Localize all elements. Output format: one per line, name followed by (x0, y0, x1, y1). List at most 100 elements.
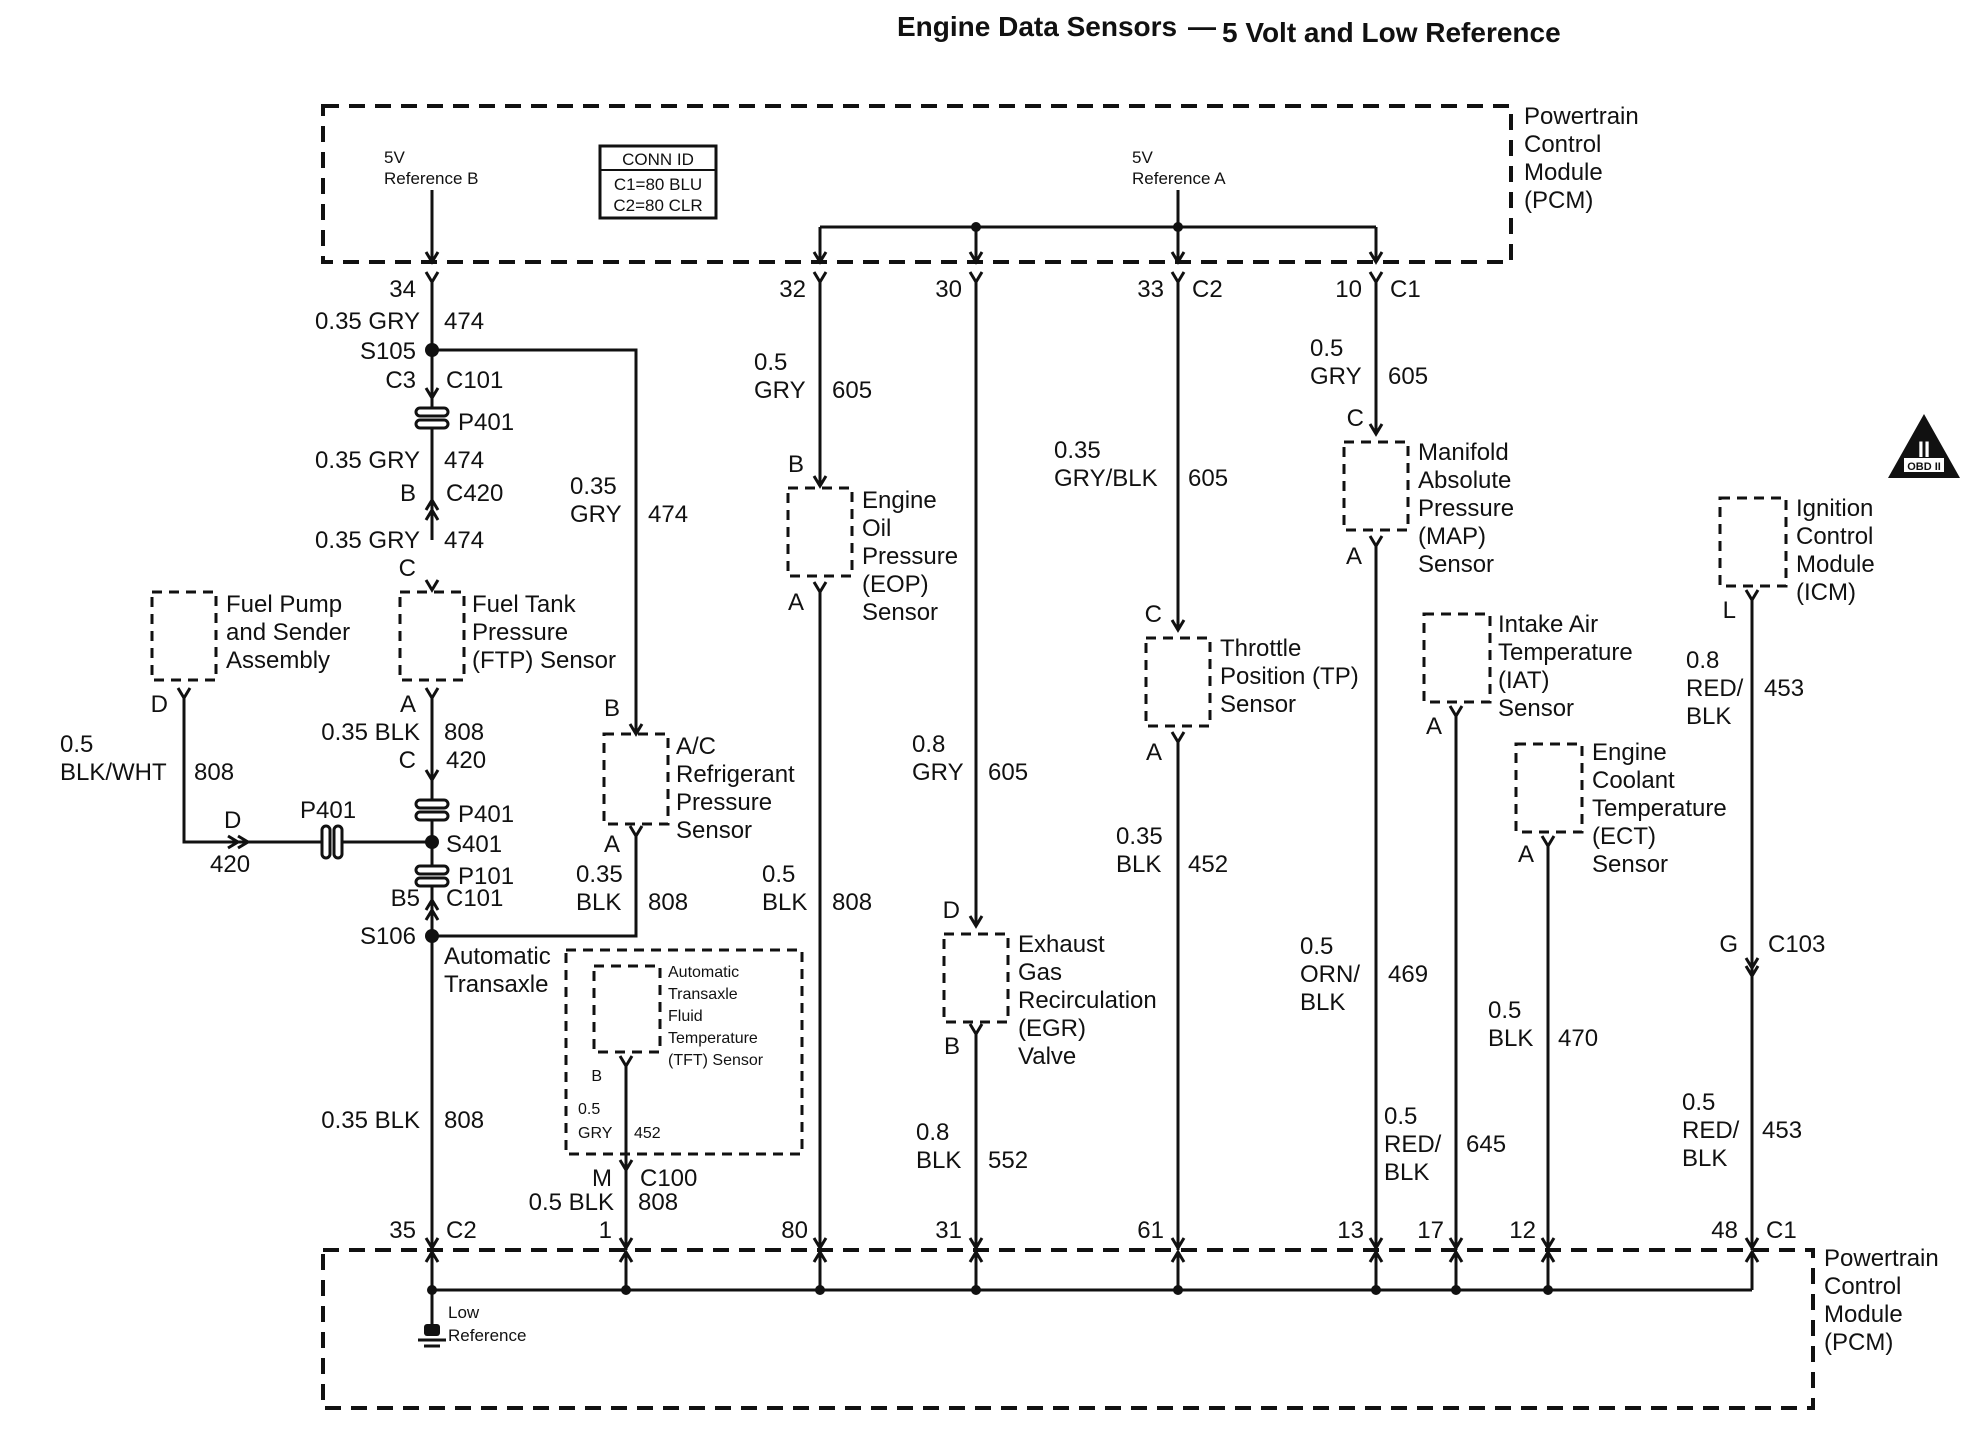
pin-1: 1 (599, 1217, 612, 1244)
icm-low-gauge: 0.5 (1682, 1089, 1715, 1116)
tp-wire-gauge: 0.35 (1054, 437, 1101, 464)
splice-s401-label: S401 (446, 831, 502, 858)
conn-c101-label-a: C101 (446, 367, 503, 394)
egr-name-1: Exhaust (1018, 931, 1105, 958)
pin-35-conn: C2 (446, 1217, 477, 1244)
eop-pin-b: B (788, 451, 804, 478)
pcm-bottom-box (321, 1248, 1815, 1410)
fuel-pump-pin-d: D (151, 691, 168, 718)
ect-pin-a: A (1518, 841, 1534, 868)
icm-wire-gauge: 0.8 (1686, 647, 1719, 674)
fuel-pump-name-2: and Sender (226, 619, 350, 646)
diagram-title: Engine Data Sensors (897, 11, 1177, 42)
ac-wire-gauge: 0.35 (570, 473, 617, 500)
icm-wire-color-2: BLK (1686, 703, 1731, 730)
chevron-c101-a (424, 387, 440, 401)
conn-c-lower-pin: C (399, 747, 416, 774)
map-name-5: Sensor (1418, 551, 1494, 578)
ect-low-color: BLK (1488, 1025, 1533, 1052)
wire-808-gauge-main: 0.35 BLK (321, 1107, 420, 1134)
title-dash: — (1188, 11, 1216, 42)
wire-474-gauge-2: 0.35 GRY (315, 447, 420, 474)
transaxle-label-1: Automatic (444, 943, 551, 970)
eop-pin-a-arrow (812, 581, 828, 595)
ac-name-1: A/C (676, 733, 716, 760)
ref-a-label-1: 5V (1132, 148, 1153, 167)
tp-sensor (1144, 636, 1212, 728)
tft-wire-color: GRY (578, 1125, 613, 1142)
ac-pressure-sensor (602, 732, 670, 826)
icm-name-3: Module (1796, 551, 1875, 578)
ac-name-4: Sensor (676, 817, 752, 844)
wire-ac-low (432, 836, 638, 938)
eop-name-2: Oil (862, 515, 891, 542)
ect-name-3: Temperature (1592, 795, 1727, 822)
jumper-p401-h-label: P401 (300, 797, 356, 824)
low-ref-label-1: Low (448, 1303, 480, 1322)
arrow-33 (1170, 251, 1186, 265)
fuel-pump-conn-d: D (224, 807, 241, 834)
egr-name-4: (EGR) (1018, 1015, 1086, 1042)
wire-474-circuit-1: 474 (444, 308, 484, 335)
wire-808-gauge-1: 0.35 BLK (321, 719, 420, 746)
c103-chevron-2 (1744, 965, 1760, 979)
map-low-circuit: 469 (1388, 961, 1428, 988)
conn-id-c2: C2=80 CLR (613, 196, 702, 215)
fuel-pump-assembly (150, 590, 218, 682)
pcm-bottom-name-2: Control (1824, 1273, 1901, 1300)
ac-low-color: BLK (576, 889, 621, 916)
icm-name-4: (ICM) (1796, 579, 1856, 606)
ground-icon (418, 1324, 446, 1348)
egr-name-2: Gas (1018, 959, 1062, 986)
ect-low-circuit: 470 (1558, 1025, 1598, 1052)
tft-pin-b: B (591, 1068, 602, 1085)
eop-wire-color: GRY (754, 377, 806, 404)
tft-name-2: Transaxle (668, 986, 738, 1003)
iat-pin-a-arrow (1448, 705, 1464, 719)
pin-10-conn: C1 (1390, 276, 1421, 303)
fuel-pump-name-3: Assembly (226, 647, 330, 674)
icm-low-color-1: RED/ (1682, 1117, 1740, 1144)
ref-a-label-2: Reference A (1132, 169, 1226, 188)
chevron-c-lower (424, 769, 440, 783)
tp-pin-c: C (1145, 601, 1162, 628)
ftp-name-2: Pressure (472, 619, 568, 646)
pin-31: 31 (935, 1217, 962, 1244)
map-wire-circuit: 605 (1388, 363, 1428, 390)
arrow-30 (968, 251, 984, 265)
pin-10: 10 (1335, 276, 1362, 303)
iat-name-1: Intake Air (1498, 611, 1598, 638)
fuel-pump-wire-color: BLK/WHT (60, 759, 167, 786)
egr-pin-d: D (943, 897, 960, 924)
egr-pin-b: B (944, 1033, 960, 1060)
wire-to-ac-sensor (432, 348, 638, 734)
egr-low-color: BLK (916, 1147, 961, 1174)
pin-35: 35 (389, 1217, 416, 1244)
egr-low-gauge: 0.8 (916, 1119, 949, 1146)
fuel-pump-conn-circuit: 420 (210, 851, 250, 878)
c103-label: C103 (1768, 931, 1825, 958)
map-name-2: Absolute (1418, 467, 1511, 494)
c103-chevron-1 (1744, 957, 1760, 971)
tp-pin-c-arrow (1170, 619, 1186, 633)
arrow-32 (812, 251, 828, 265)
splice-s105-label: S105 (360, 338, 416, 365)
jumper-p401-a-label: P401 (458, 409, 514, 436)
wire-474-circuit-3: 474 (444, 527, 484, 554)
pin-13: 13 (1337, 1217, 1364, 1244)
tp-name-3: Sensor (1220, 691, 1296, 718)
iat-sensor (1422, 612, 1492, 704)
map-name-3: Pressure (1418, 495, 1514, 522)
tft-name-4: Temperature (668, 1030, 758, 1047)
conn-c101-label-b: C101 (446, 885, 503, 912)
eop-name-4: (EOP) (862, 571, 929, 598)
conn-c420-pin: B (400, 480, 416, 507)
tp-name-1: Throttle (1220, 635, 1301, 662)
map-wire-color: GRY (1310, 363, 1362, 390)
pin-80: 80 (781, 1217, 808, 1244)
eop-pin-b-arrow (812, 475, 828, 489)
egr-name-5: Valve (1018, 1043, 1076, 1070)
eop-wire-circuit: 605 (832, 377, 872, 404)
map-wire-gauge: 0.5 (1310, 335, 1343, 362)
map-pin-c: C (1347, 405, 1364, 432)
